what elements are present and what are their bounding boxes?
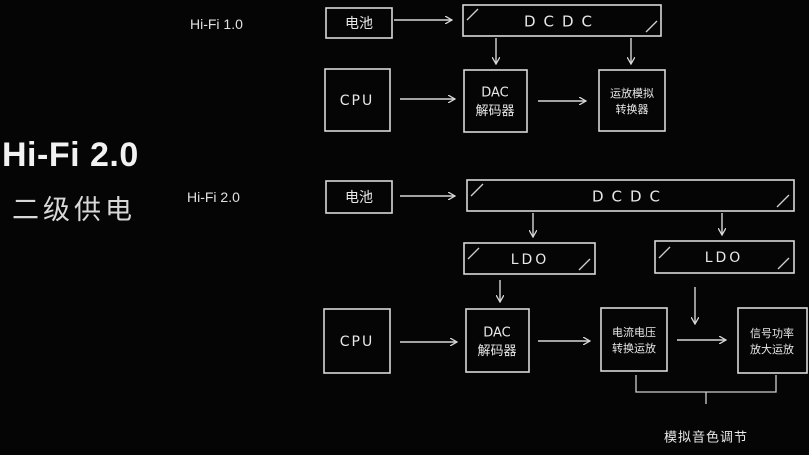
node-ldo-right-label: LDO [705,250,744,266]
node-cpu2-label: CPU [340,334,374,350]
node-dcdc1-label: DCDC [524,12,600,30]
node-dcdc2: DCDC [466,179,795,212]
node-battery1-label: 电池 [345,16,373,32]
node-battery2: 电池 [325,180,393,214]
slide-subtitle: 二级供电 [12,195,136,226]
version-label-1: Hi-Fi 1.0 [190,16,243,32]
node-ldo-left: LDO [463,242,596,275]
node-iv-converter: 电流电压转换运放 [600,307,668,372]
analog-tone-label: 模拟音色调节 [664,430,748,446]
analog-tone-bracket [635,375,777,404]
node-opamp1-label: 运放模拟转换器 [610,86,654,116]
slide-title: Hi-Fi 2.0 [2,136,139,174]
node-dcdc1: DCDC [462,4,662,37]
node-ldo-right: LDO [654,240,795,274]
node-dcdc2-label: DCDC [592,187,668,205]
version-label-2: Hi-Fi 2.0 [187,189,240,205]
node-battery1: 电池 [325,7,393,39]
node-cpu1: CPU [324,68,391,132]
node-power-amp: 信号功率放大运放 [737,307,808,374]
node-iv-converter-label: 电流电压转换运放 [612,325,656,355]
node-battery2-label: 电池 [345,190,373,206]
node-cpu2: CPU [323,308,391,374]
node-opamp1: 运放模拟转换器 [598,69,666,132]
node-cpu1-label: CPU [340,93,374,109]
node-ldo-left-label: LDO [511,252,550,268]
node-power-amp-label: 信号功率放大运放 [750,326,794,356]
